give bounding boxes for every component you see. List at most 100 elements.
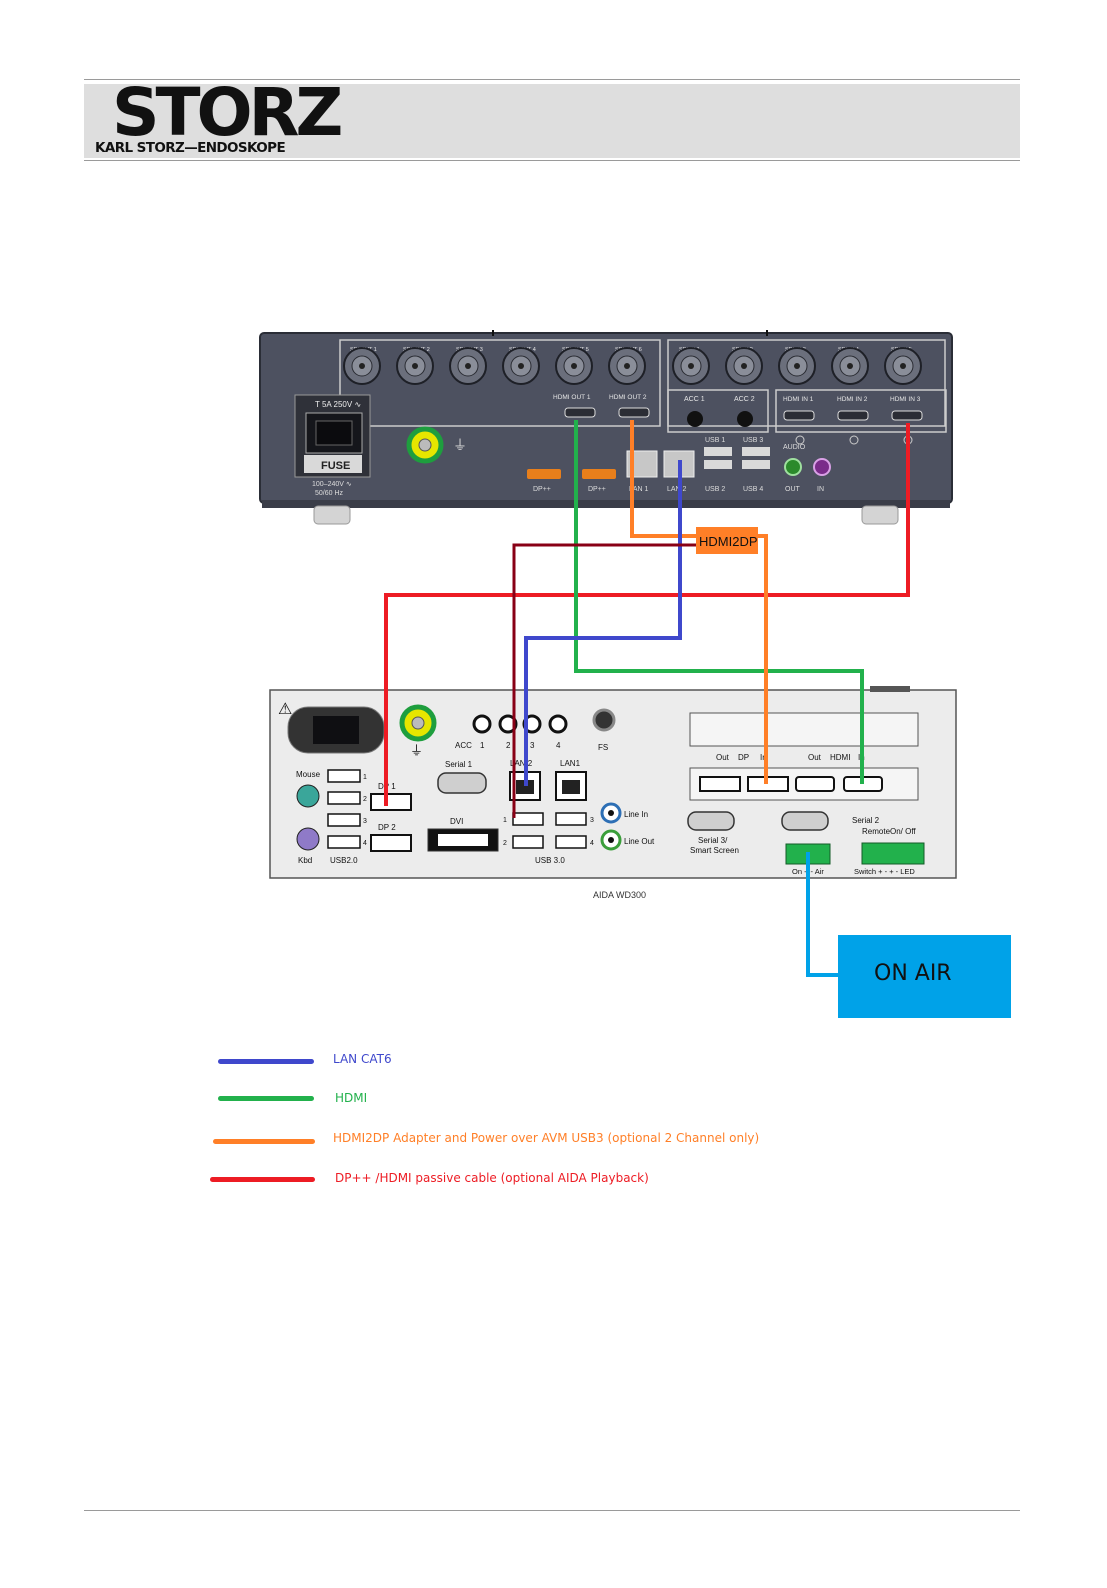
avm-screw-2	[849, 435, 859, 445]
avm-sdi-out-connector-pin-6	[624, 363, 630, 369]
aida-acc-num-1: 1	[480, 741, 485, 750]
avm-hdmi-in-3-label: HDMI IN 3	[890, 396, 921, 403]
aida-device: ⚠ ⏚ ACC 1 2 3 4 FS Out DP In Out HDMI In	[269, 686, 957, 900]
avm-power-inlet	[315, 420, 353, 446]
legend-label-hdmi: HDMI	[335, 1091, 368, 1105]
cables	[384, 420, 910, 977]
aida-usb30-label: USB 3.0	[535, 856, 565, 865]
avm-sdi-in-panel	[667, 339, 946, 427]
aida-usb30-num-4: 4	[590, 840, 594, 847]
avm-acc-1-label: ACC 1	[684, 396, 705, 403]
aida-line-in-center	[608, 810, 614, 816]
avm-sdi-out-connector-pin-2	[412, 363, 418, 369]
aida-dvi-label: DVI	[450, 817, 463, 826]
legend-label-dp-passive: DP++ /HDMI passive cable (optional AIDA …	[335, 1171, 649, 1185]
avm-sdi-in-connector-pin-4	[847, 363, 853, 369]
aida-lan1-label: LAN1	[560, 759, 581, 768]
aida-usb20-num-4: 4	[363, 840, 367, 847]
aida-lan2-socket	[516, 780, 534, 794]
avm-hdmi-out-2-label: HDMI OUT 2	[609, 394, 647, 401]
aida-dp2-label: DP 2	[378, 823, 396, 832]
header-band	[84, 84, 1020, 158]
aida-remote-label: RemoteOn/ Off	[862, 827, 916, 836]
avm-hdmi-in-1-label: HDMI IN 1	[783, 396, 814, 403]
aida-usb30-port-3	[555, 812, 587, 826]
aida-acc-2-jack	[498, 714, 518, 734]
legend-line-lan	[218, 1059, 314, 1064]
aida-lan1-socket	[562, 780, 580, 794]
aida-slot-blank	[689, 712, 919, 747]
avm-hdmi-in-panel	[775, 389, 947, 433]
avm-ground-terminal-inner	[418, 438, 432, 452]
avm-sdi-out-connectors: SDI OUT 1SDI OUT 2SDI OUT 3SDI OUT 4SDI …	[343, 347, 646, 385]
avm-sdi-out-connector-pin-1	[359, 363, 365, 369]
aida-dp-out-port	[699, 776, 741, 792]
avm-sdi-out-connector-pin-4	[518, 363, 524, 369]
aida-hdmi-label: HDMI	[830, 753, 850, 762]
aida-usb30-num-1: 1	[503, 817, 507, 824]
cable-lan	[524, 460, 682, 786]
avm-fuse-label: FUSE	[321, 460, 350, 472]
aida-usb30-port-2	[512, 835, 544, 849]
aida-acc-num-3: 3	[530, 741, 535, 750]
avm-fuse-rating: T 5A 250V ∿	[315, 400, 361, 409]
cable-on-air	[806, 852, 838, 977]
header-top-rule	[84, 79, 1020, 80]
aida-serial2-port	[781, 811, 829, 831]
aida-fs-label: FS	[598, 743, 608, 752]
aida-usb20-num-1: 1	[363, 774, 367, 781]
aida-dp-out-label: Out	[716, 753, 730, 762]
aida-acc-1-jack	[472, 714, 492, 734]
aida-usb30-num-2: 2	[503, 840, 507, 847]
aida-hdmi-out-port	[795, 776, 835, 792]
aida-switch-led-label: Switch + - + - LED	[854, 867, 915, 876]
avm-device: SDI OUT 1SDI OUT 2SDI OUT 3SDI OUT 4SDI …	[259, 330, 953, 525]
avm-sdi-out-panel	[339, 339, 661, 427]
avm-screw-1	[795, 435, 805, 445]
avm-sdi-in-connector-pin-3	[794, 363, 800, 369]
aida-serial3-port	[687, 811, 735, 831]
avm-sdi-in-connector-pin-5	[900, 363, 906, 369]
avm-hdmi-out-1-label: HDMI OUT 1	[553, 394, 591, 401]
aida-kbd-label: Kbd	[298, 856, 312, 865]
avm-hdmi-in-2-port	[837, 410, 869, 421]
cable-usb-power	[512, 543, 696, 818]
avm-usb3-label: USB 3	[743, 437, 763, 444]
aida-dp1-port	[370, 793, 412, 811]
aida-ground-terminal-inner	[411, 716, 425, 730]
avm-usb1-label: USB 1	[705, 437, 725, 444]
aida-ground-symbol: ⏚	[410, 743, 423, 758]
avm-usb-port-1	[704, 447, 732, 456]
hdmi2dp-adapter-label: HDMI2DP	[699, 534, 758, 549]
aida-kbd-port	[296, 827, 320, 851]
aida-serial1-label: Serial 1	[445, 760, 473, 769]
aida-usb30-port-4	[555, 835, 587, 849]
avm-dp1-port	[527, 469, 561, 479]
avm-audio-label: AUDIO	[783, 444, 806, 451]
on-air-label: ON AIR	[874, 961, 952, 986]
legend-line-dp-passive	[210, 1177, 315, 1182]
avm-base	[262, 500, 950, 508]
aida-mouse-label: Mouse	[296, 770, 321, 779]
aida-dvi-pins	[438, 834, 488, 846]
avm-voltage: 100–240V ∿	[312, 481, 352, 488]
avm-hdmi-in-1-port	[783, 410, 815, 421]
avm-hdmi-out-2-port	[618, 407, 650, 418]
avm-dp1-label: DP++	[533, 486, 551, 493]
avm-fuse-holder	[304, 455, 362, 473]
aida-usb20-num-3: 3	[363, 818, 367, 825]
aida-serial2-label: Serial 2	[852, 816, 880, 825]
aida-model-label: AIDA WD300	[593, 890, 646, 900]
cable-dp-passive	[384, 423, 910, 806]
avm-hdmi-in-2-label: HDMI IN 2	[837, 396, 868, 403]
aida-acc-num-2: 2	[506, 741, 511, 750]
avm-audio-out-jack	[784, 458, 802, 476]
avm-sdi-in-connector-pin-2	[741, 363, 747, 369]
avm-sdi-out-connector-pin-5	[571, 363, 577, 369]
aida-dp2-port	[370, 834, 412, 852]
avm-usb-port-4	[742, 460, 770, 469]
avm-lan1-label: LAN 1	[629, 486, 649, 493]
aida-usb20-port-1	[327, 769, 361, 783]
header-bottom-rule	[84, 160, 1020, 161]
aida-warning-icon: ⚠	[278, 701, 292, 718]
